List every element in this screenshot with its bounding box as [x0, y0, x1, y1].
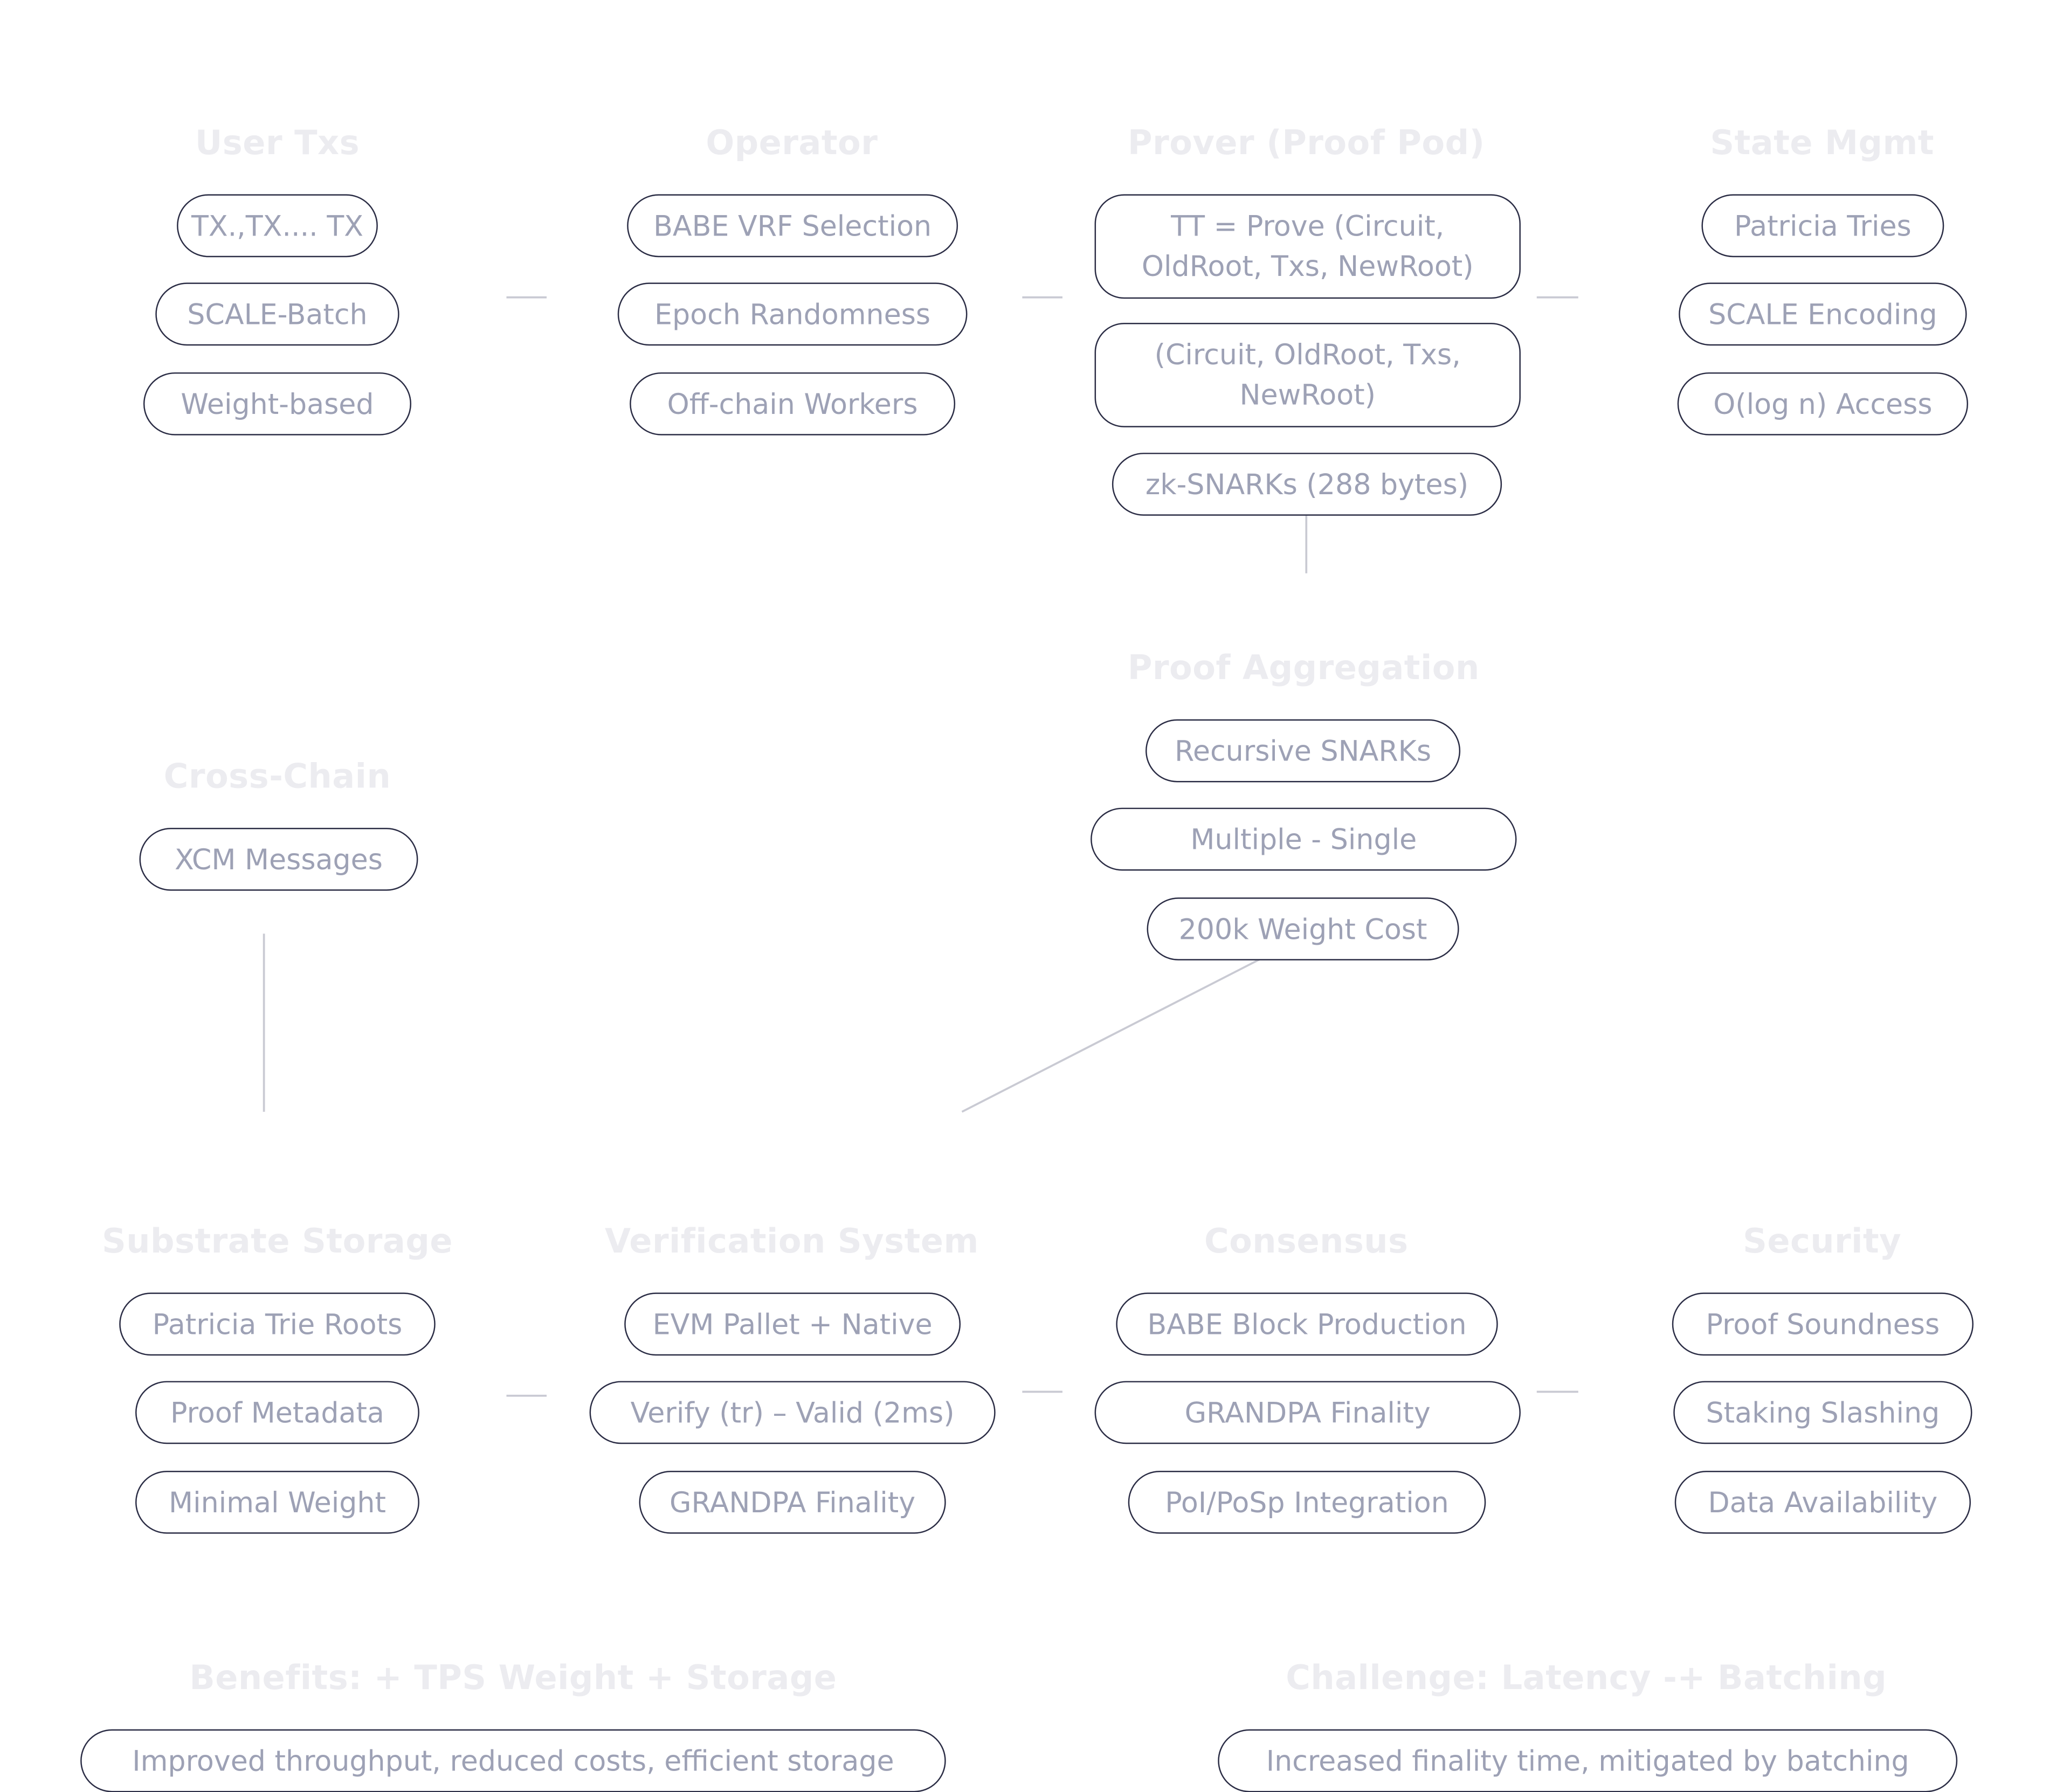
- prover-item: (Circuit, OldRoot, Txs, NewRoot): [1094, 322, 1521, 427]
- proof-aggregation-item: 200k Weight Cost: [1147, 897, 1459, 961]
- cross-chain-title: Cross-Chain: [163, 757, 391, 796]
- consensus-item: BABE Block Production: [1116, 1292, 1498, 1356]
- operator-title: Operator: [706, 123, 878, 162]
- prover-title: Prover (Proof Pod): [1128, 123, 1485, 162]
- challenge-item: Increased finality time, mitigated by ba…: [1218, 1729, 1958, 1792]
- benefits-title: Benefits: + TPS Weight + Storage: [189, 1658, 837, 1698]
- substrate-storage-item: Patricia Trie Roots: [119, 1292, 436, 1356]
- connector-aggregation-verification: [961, 940, 1295, 1113]
- state-mgmt-item: SCALE Encoding: [1679, 282, 1967, 346]
- substrate-storage-item: Proof Metadata: [135, 1381, 419, 1444]
- consensus-title: Consensus: [1204, 1221, 1409, 1261]
- substrate-storage-item: Minimal Weight: [135, 1470, 419, 1534]
- state-mgmt-title: State Mgmt: [1710, 123, 1934, 162]
- prover-item: TT = Prove (Circuit, OldRoot, Txs, NewRo…: [1094, 194, 1521, 299]
- challenge-title: Challenge: Latency -+ Batching: [1286, 1658, 1887, 1698]
- security-item: Data Availability: [1674, 1470, 1971, 1534]
- user-txs-item: SCALE-Batch: [155, 282, 399, 346]
- security-title: Security: [1743, 1221, 1902, 1261]
- proof-aggregation-item: Recursive SNARKs: [1146, 719, 1461, 783]
- consensus-item: PoI/PoSp Integration: [1128, 1470, 1486, 1534]
- operator-item: Epoch Randomness: [617, 282, 968, 346]
- verification-system-item: GRANDPA Finality: [639, 1470, 946, 1534]
- state-mgmt-item: Patricia Tries: [1701, 194, 1944, 258]
- user-txs-item: Weight-based: [143, 372, 412, 435]
- prover-item: zk-SNARKs (288 bytes): [1112, 453, 1502, 516]
- substrate-storage-title: Substrate Storage: [101, 1221, 453, 1261]
- operator-item: BABE VRF Selection: [627, 194, 958, 258]
- cross-chain-item: XCM Messages: [139, 827, 418, 891]
- verification-system-item: Verify (tr) – Valid (2ms): [589, 1381, 996, 1444]
- proof-aggregation-title: Proof Aggregation: [1127, 648, 1480, 688]
- verification-system-title: Verification System: [605, 1221, 979, 1261]
- operator-item: Off-chain Workers: [630, 372, 956, 435]
- proof-aggregation-item: Multiple - Single: [1091, 807, 1517, 871]
- security-item: Proof Soundness: [1672, 1292, 1974, 1356]
- user-txs-item: TX.,TX.... TX: [177, 194, 378, 258]
- benefits-item: Improved throughput, reduced costs, effi…: [80, 1729, 946, 1792]
- user-txs-title: User Txs: [195, 123, 360, 162]
- consensus-item: GRANDPA Finality: [1094, 1381, 1521, 1444]
- state-mgmt-item: O(log n) Access: [1677, 372, 1969, 435]
- security-item: Staking Slashing: [1673, 1381, 1972, 1444]
- verification-system-item: EVM Pallet + Native: [624, 1292, 961, 1356]
